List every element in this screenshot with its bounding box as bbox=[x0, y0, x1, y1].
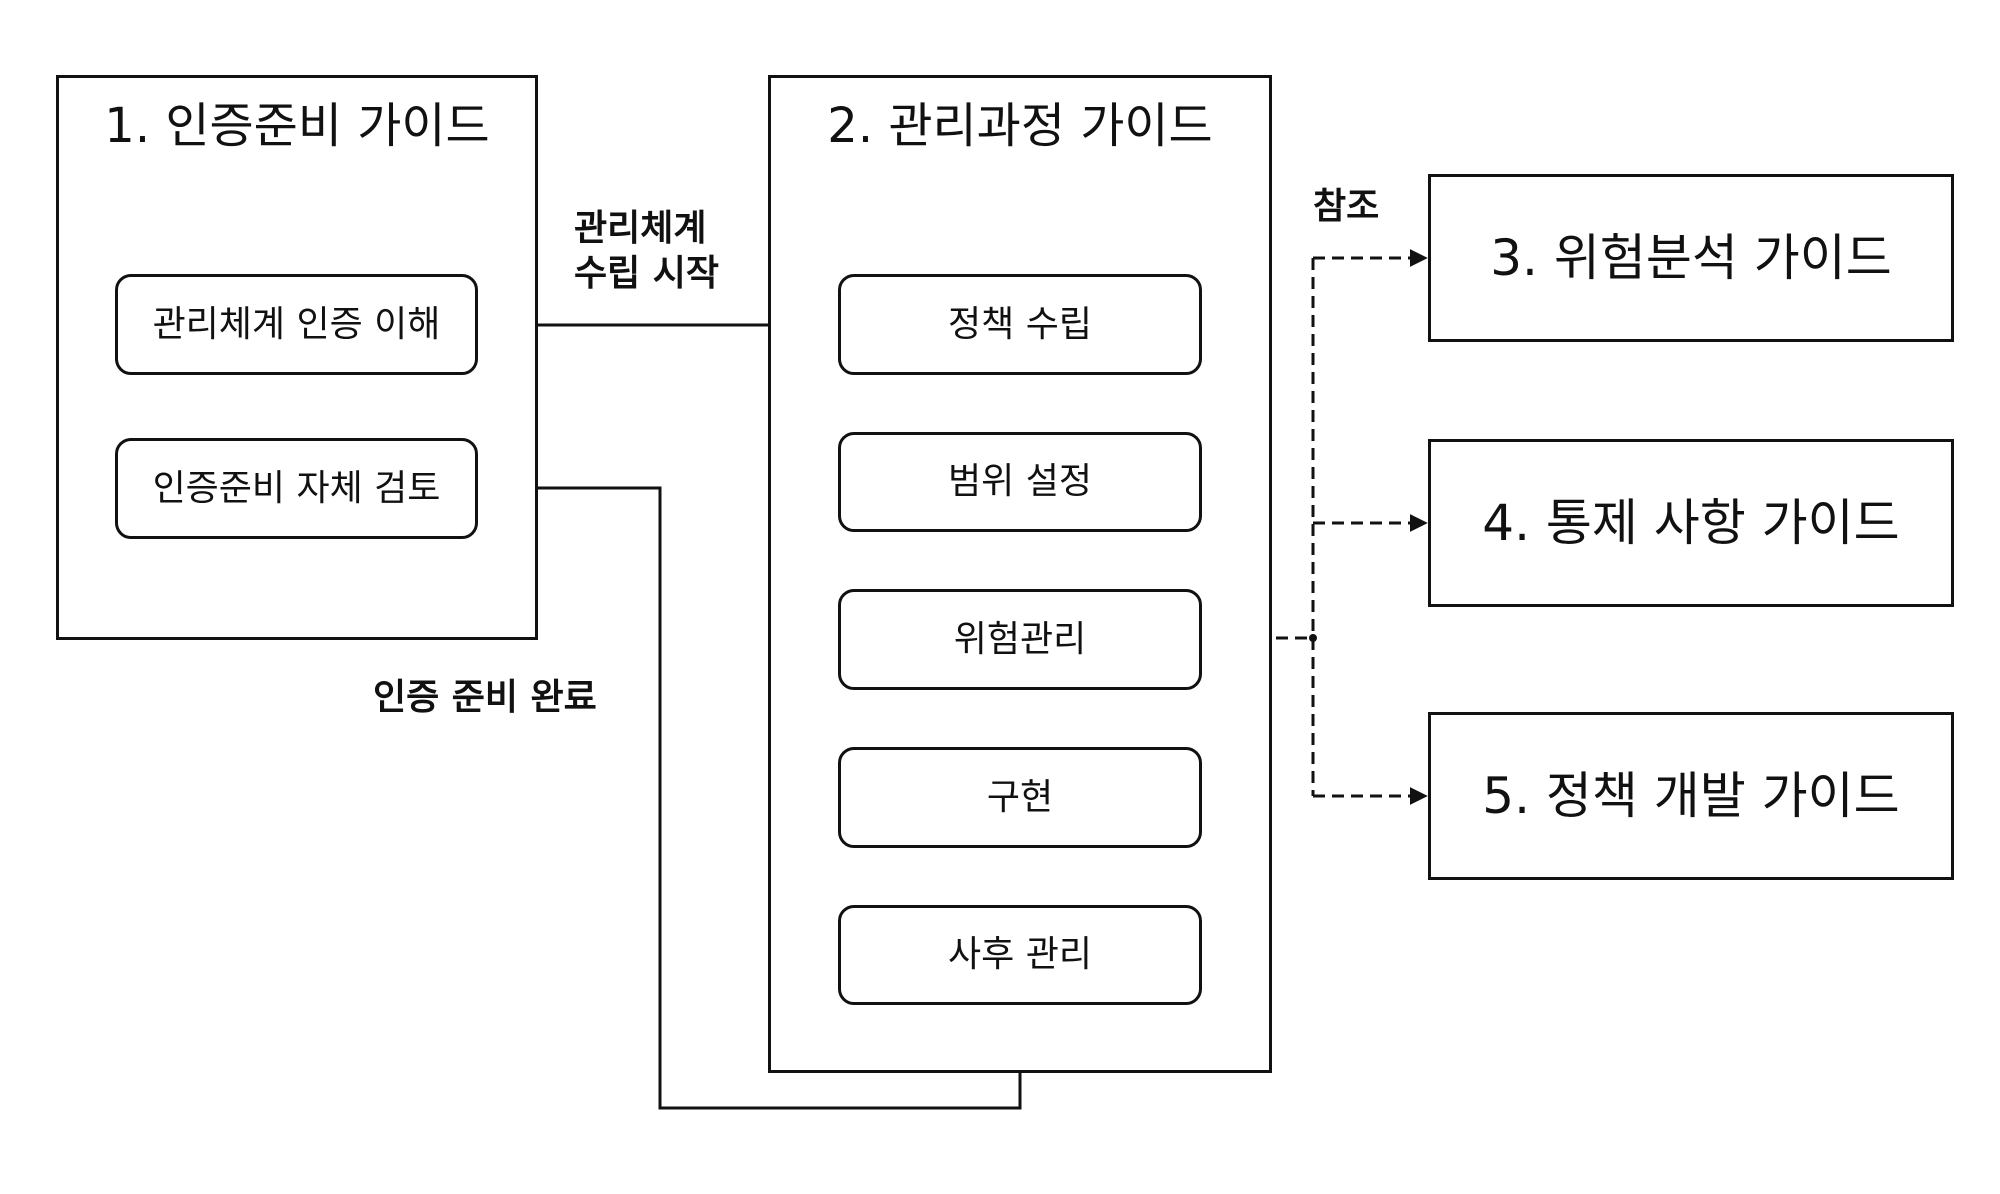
process-step-post-management: 사후 관리 bbox=[838, 905, 1202, 1005]
process-step-risk: 위험관리 bbox=[838, 589, 1202, 690]
prep-step-understand: 관리체계 인증 이해 bbox=[115, 274, 478, 375]
guide-policy-development: 5. 정책 개발 가이드 bbox=[1428, 712, 1954, 880]
prep-step-self-review: 인증준비 자체 검토 bbox=[115, 438, 478, 539]
prep-guide-title: 1. 인증준비 가이드 bbox=[104, 98, 490, 154]
label-reference: 참조 bbox=[1313, 186, 1380, 227]
label-start-line2: 수립 시작 bbox=[574, 253, 720, 294]
guide-control-items: 4. 통제 사항 가이드 bbox=[1428, 439, 1954, 607]
process-guide-title: 2. 관리과정 가이드 bbox=[827, 98, 1213, 154]
label-certification-complete: 인증 준비 완료 bbox=[373, 677, 597, 718]
process-step-scope: 범위 설정 bbox=[838, 432, 1202, 532]
label-start-management: 관리체계 수립 시작 bbox=[574, 206, 719, 296]
reference-junction-dot bbox=[1309, 634, 1317, 642]
label-start-line1: 관리체계 bbox=[574, 208, 707, 249]
process-step-implementation: 구현 bbox=[838, 747, 1202, 848]
arrow-certification-complete bbox=[478, 479, 1022, 1110]
guide-risk-analysis: 3. 위험분석 가이드 bbox=[1428, 174, 1954, 342]
process-step-policy: 정책 수립 bbox=[838, 274, 1202, 375]
